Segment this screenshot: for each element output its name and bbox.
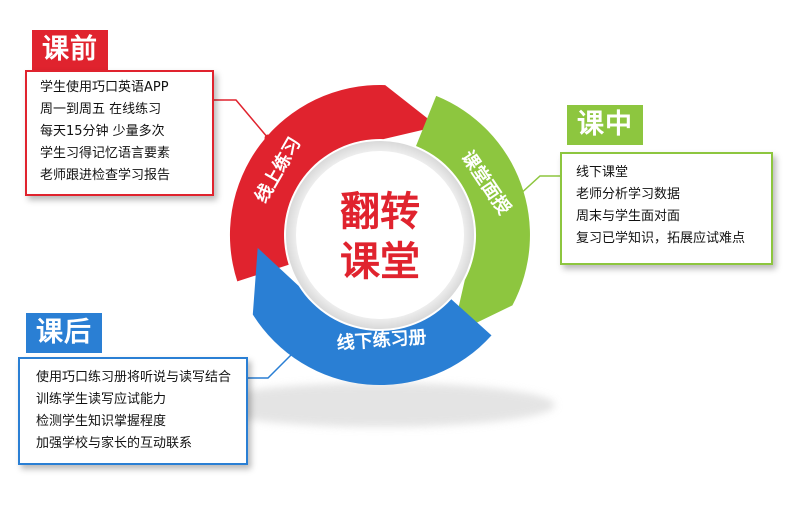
after-class-item: 加强学校与家长的互动联系 [36,436,193,451]
arc-offline-workbook [252,247,492,386]
during-class-box: 线下课堂 老师分析学习数据 周末与学生面对面 复习已学知识，拓展应试难点 [560,152,773,265]
after-class-item: 使用巧口练习册将听说与读写结合 [36,370,232,385]
center-title-line2: 课堂 [340,239,420,285]
before-class-item: 学生使用巧口英语APP [40,80,169,95]
during-class-item: 复习已学知识，拓展应试难点 [576,231,746,246]
during-class-item: 线下课堂 [576,165,629,180]
during-class-item: 周末与学生面对面 [576,209,681,224]
before-class-title: 课前 [32,30,108,70]
before-class-item: 老师跟进检查学习报告 [40,168,171,183]
connector-before [214,99,269,139]
after-class-title: 课后 [26,313,102,353]
connector-after [248,349,297,379]
arc-online-practice [229,85,438,282]
after-class-item: 检测学生知识掌握程度 [36,414,167,429]
center-disc [296,151,464,319]
ground-shadow [205,383,555,427]
before-class-box: 学生使用巧口英语APP 周一到周五 在线练习 每天15分钟 少量多次 学生习得记… [25,70,214,196]
after-class-item: 训练学生读写应试能力 [36,392,167,407]
before-class-item: 周一到周五 在线练习 [40,102,162,117]
center-title-line1: 翻转 [340,189,420,235]
during-class-item: 老师分析学习数据 [576,187,681,202]
after-class-box: 使用巧口练习册将听说与读写结合 训练学生读写应试能力 检测学生知识掌握程度 加强… [18,357,248,465]
during-class-title: 课中 [567,105,643,145]
before-class-item: 学生习得记忆语言要素 [40,146,171,161]
arc-classroom-teaching [416,95,530,335]
before-class-item: 每天15分钟 少量多次 [40,124,165,139]
